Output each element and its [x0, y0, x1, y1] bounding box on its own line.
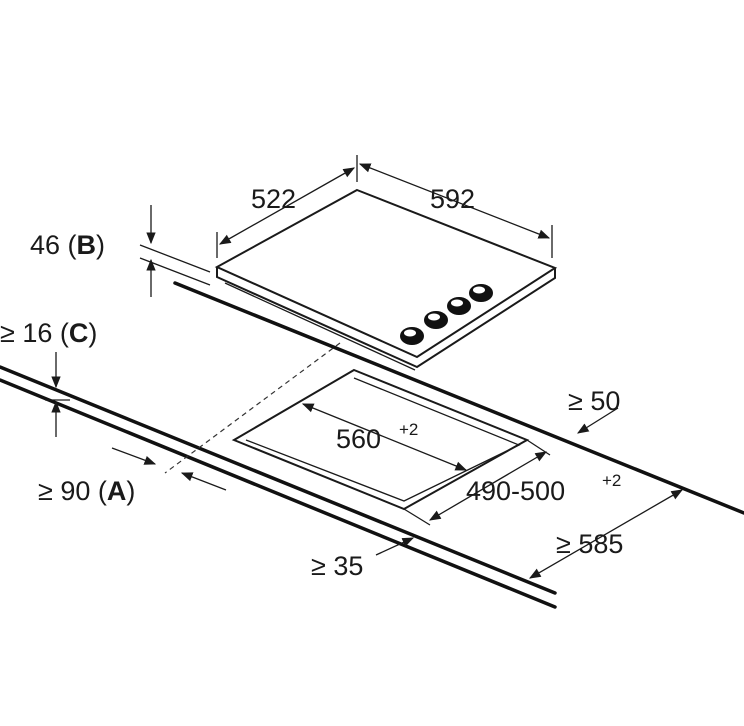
height-ref: B — [77, 230, 97, 260]
worktop-rear-edge — [173, 281, 744, 515]
hob-projection-line — [164, 342, 341, 474]
dimension-front-clearance: ≥ 90 (A) — [38, 447, 227, 506]
height-ref-close: ) — [96, 230, 105, 260]
front-clearance-ref-open: ( — [90, 476, 107, 506]
dimension-height: 46 (B) — [30, 205, 211, 297]
worktop-depth-label: ≥ 585 — [556, 529, 623, 559]
cutout-depth-tolerance: +2 — [602, 471, 621, 490]
gap-ref: C — [69, 318, 89, 348]
hob-front-edge — [216, 267, 556, 369]
gap-value: ≥ 16 — [0, 318, 52, 348]
height-value: 46 — [30, 230, 60, 260]
front-clearance-ref-close: ) — [126, 476, 135, 506]
knob-icon — [447, 297, 471, 315]
front-clearance-label: ≥ 90 (A) — [38, 476, 135, 506]
cutout-width-value: 560 — [336, 424, 381, 454]
front-clearance-value: ≥ 90 — [38, 476, 90, 506]
gap-label: ≥ 16 (C) — [0, 318, 97, 348]
worktop — [0, 281, 744, 609]
cutout-width-tolerance: +2 — [399, 420, 418, 439]
hob-base-line — [224, 282, 416, 371]
gap-ref-open: ( — [52, 318, 69, 348]
dimension-width: 592 — [358, 163, 553, 258]
height-label: 46 (B) — [30, 230, 105, 260]
width-label: 592 — [430, 184, 475, 214]
knob-icon — [400, 327, 424, 345]
dimension-gap: ≥ 16 (C) — [0, 318, 97, 437]
worktop-front-top-edge — [0, 365, 557, 595]
cutout-depth-label: 490-500 — [466, 476, 565, 506]
dimension-cutout-depth: 490-500 +2 — [403, 439, 621, 526]
hob-top-surface — [214, 188, 558, 359]
side-clearance-label: ≥ 35 — [311, 551, 363, 581]
dimension-rear-clearance: ≥ 50 — [568, 386, 620, 434]
height-ref-open: ( — [60, 230, 77, 260]
knob-icon — [469, 284, 493, 302]
gap-ref-close: ) — [88, 318, 97, 348]
front-clearance-ref: A — [107, 476, 127, 506]
knob-icon — [424, 311, 448, 329]
dimension-side-clearance: ≥ 35 — [311, 537, 415, 581]
worktop-front-bottom-edge — [0, 378, 557, 609]
rear-clearance-label: ≥ 50 — [568, 386, 620, 416]
cutout-depth-value: 490-500 — [466, 476, 565, 506]
control-knobs — [400, 284, 493, 345]
depth-label: 522 — [251, 184, 296, 214]
dimension-depth: 522 — [216, 155, 358, 258]
dimension-worktop-depth: ≥ 585 — [528, 489, 684, 579]
cutout-width-label: 560 — [336, 424, 381, 454]
